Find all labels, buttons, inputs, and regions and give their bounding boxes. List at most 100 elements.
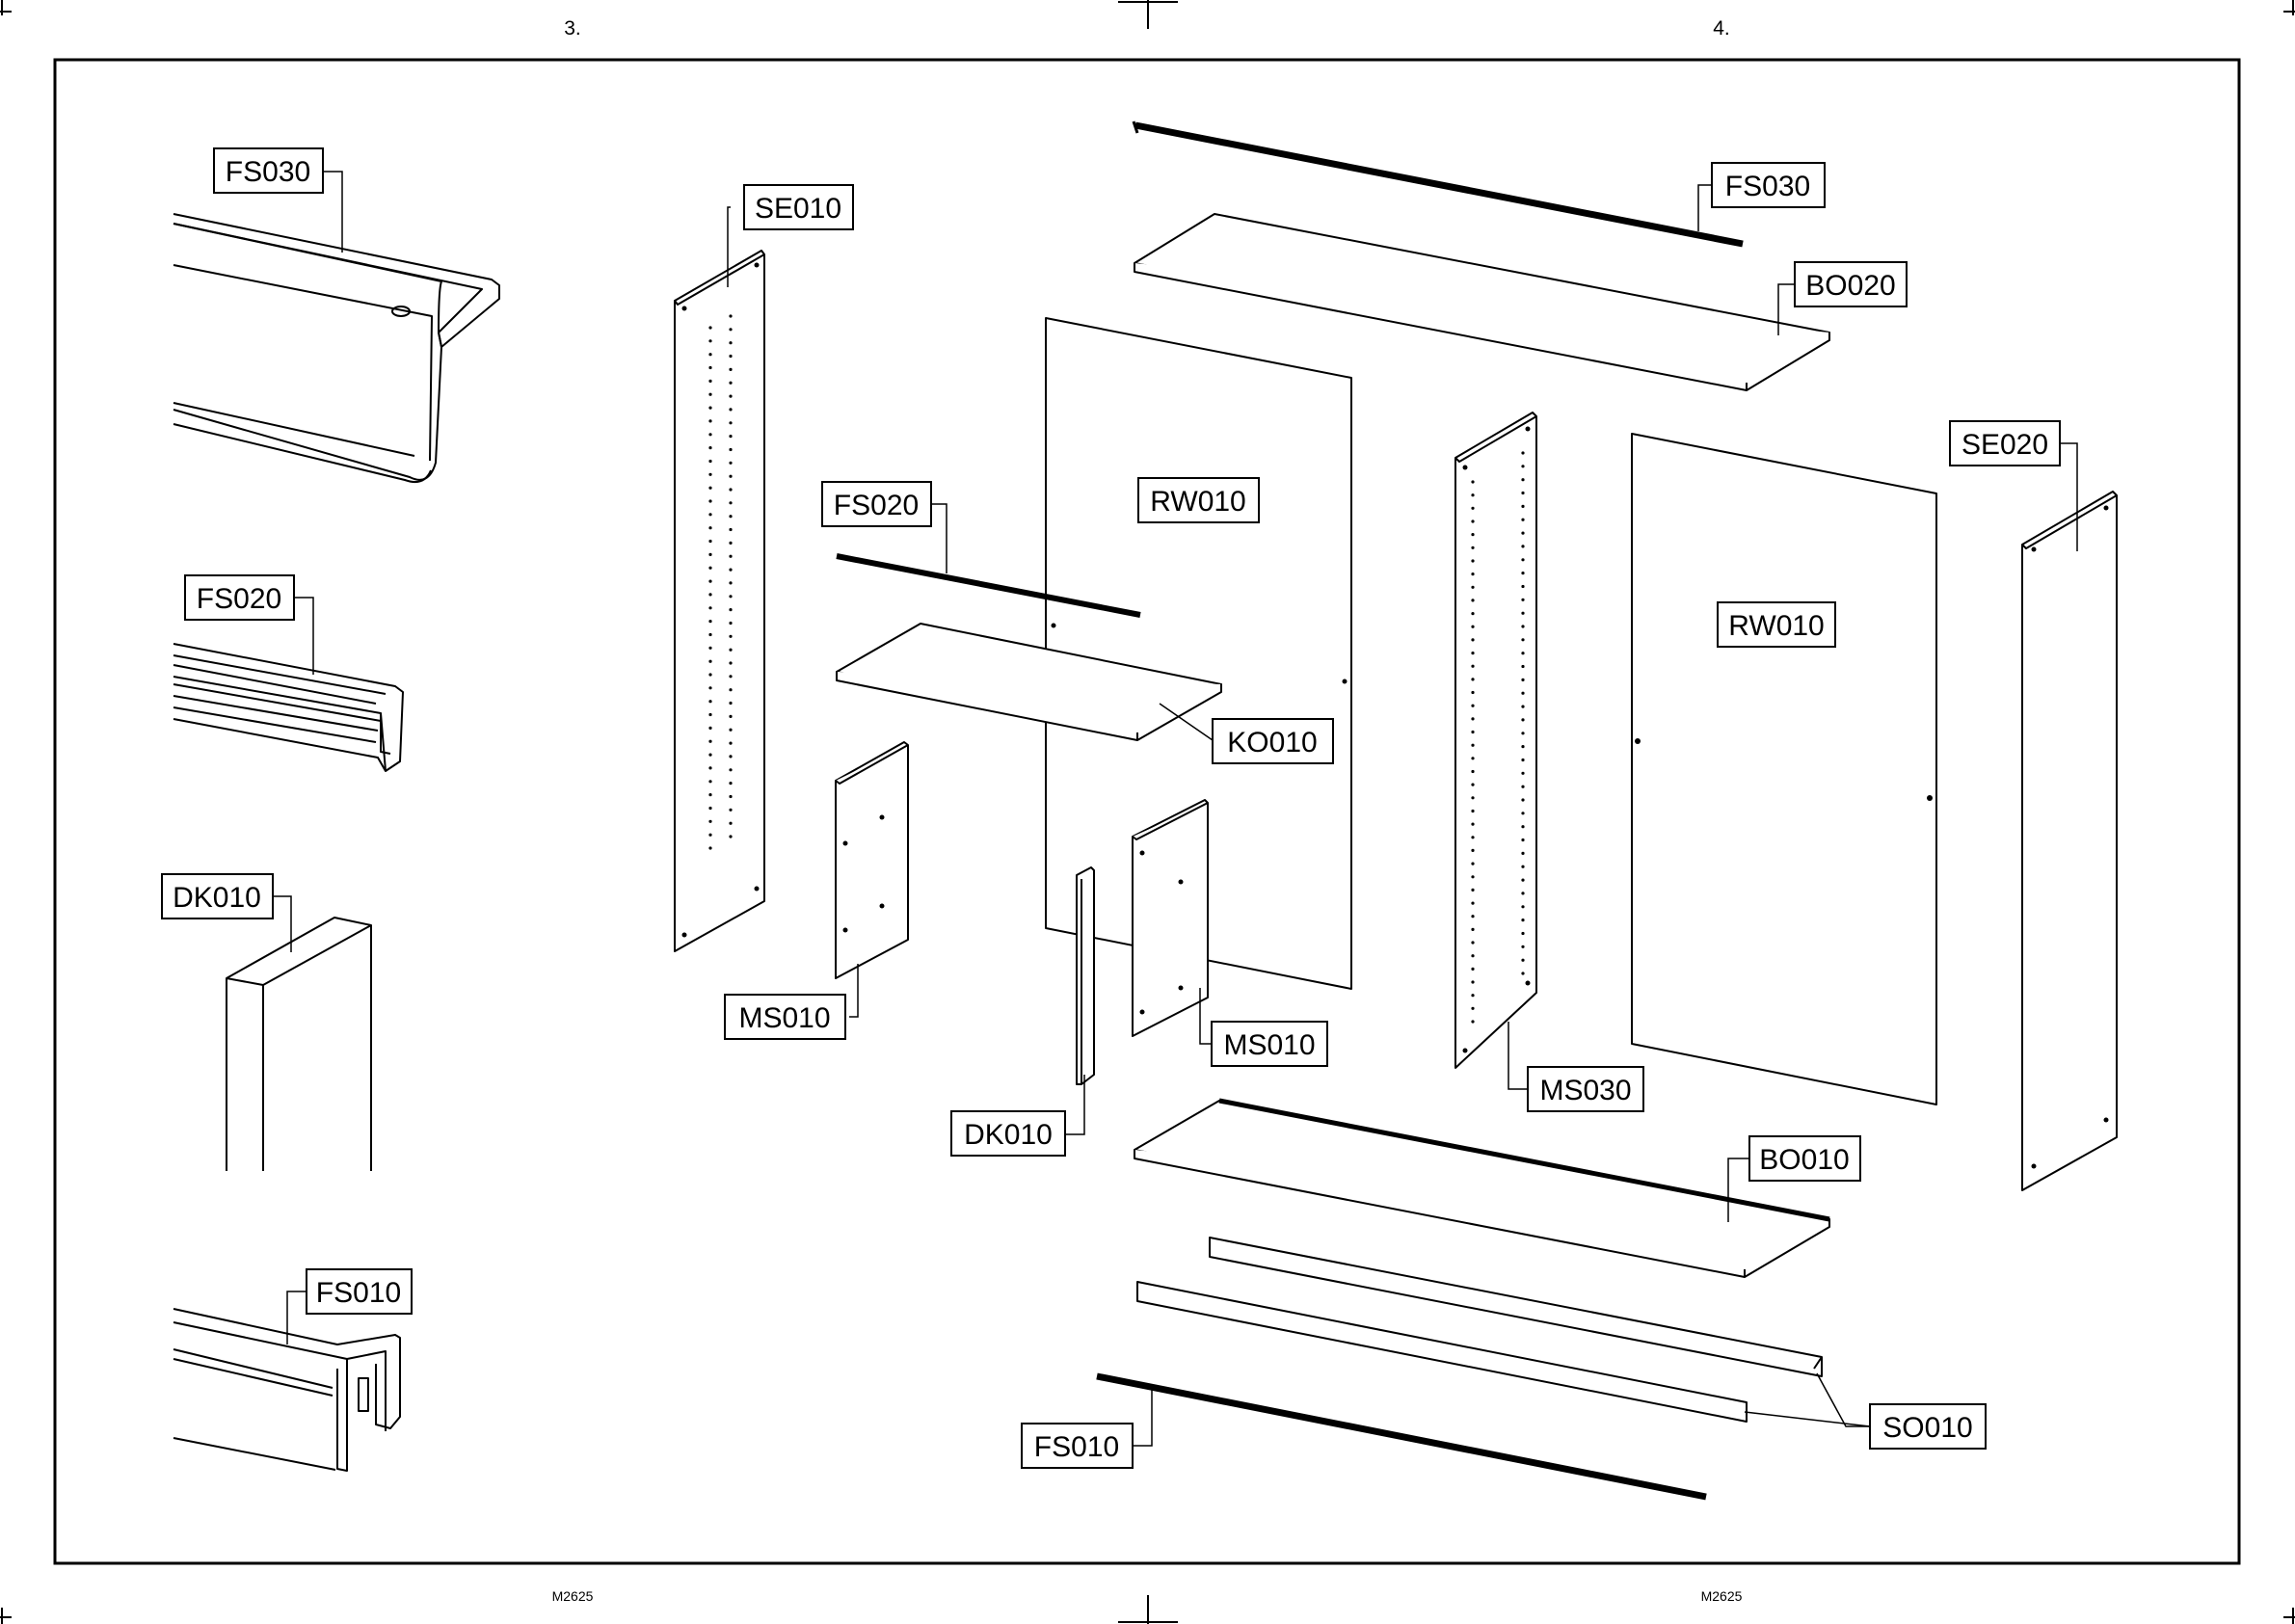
- fixing-hole: [708, 647, 711, 650]
- label-fs010: FS010: [1034, 1431, 1119, 1463]
- fixing-hole: [1521, 558, 1524, 561]
- fixing-hole: [1471, 928, 1474, 931]
- fixing-hole: [729, 515, 732, 518]
- fixing-hole: [729, 835, 732, 838]
- label-detail-fs010: FS010: [316, 1277, 401, 1309]
- fixing-hole: [1471, 533, 1474, 536]
- fixing-hole: [1521, 665, 1524, 668]
- fixing-hole: [1471, 626, 1474, 628]
- fixing-hole: [1521, 465, 1524, 467]
- fixing-hole: [1471, 902, 1474, 905]
- fixing-hole: [729, 755, 732, 758]
- fixing-hole: [1471, 586, 1474, 589]
- label-ko010: KO010: [1227, 727, 1317, 759]
- fixing-hole: [729, 608, 732, 611]
- fixing-hole: [1471, 1007, 1474, 1010]
- fixing-hole: [708, 339, 711, 342]
- fixing-hole: [1521, 745, 1524, 748]
- fixing-hole: [1521, 718, 1524, 721]
- fixing-hole: [708, 393, 711, 396]
- fixing-hole: [708, 487, 711, 490]
- fixing-hole: [729, 768, 732, 771]
- fixing-hole: [1471, 705, 1474, 707]
- fixing-hole: [1521, 798, 1524, 801]
- fixing-hole: [1521, 825, 1524, 828]
- fixing-hole: [1471, 678, 1474, 680]
- se010-hole-row-front: [708, 326, 711, 849]
- fixing-hole: [729, 488, 732, 491]
- label-se010: SE010: [755, 193, 841, 225]
- fixing-hole: [729, 649, 732, 652]
- fixing-hole: [729, 635, 732, 638]
- part-dk010-strip: [1077, 867, 1094, 1084]
- fixing-hole: [708, 353, 711, 356]
- fixing-hole: [1471, 717, 1474, 720]
- fixing-hole: [1471, 810, 1474, 812]
- fixing-hole: [1521, 759, 1524, 761]
- label-detail-fs030: FS030: [226, 156, 310, 188]
- fixing-hole: [1521, 865, 1524, 868]
- fixing-hole: [708, 433, 711, 436]
- fixing-hole: [708, 673, 711, 676]
- label-bo020: BO020: [1805, 270, 1895, 302]
- fixing-hole: [729, 528, 732, 531]
- part-fs020-rail: [837, 556, 1140, 615]
- fixing-hole: [708, 526, 711, 529]
- fixing-hole: [1521, 545, 1524, 547]
- fixing-hole: [1521, 945, 1524, 948]
- fixing-hole: [1521, 785, 1524, 788]
- fixing-hole: [1471, 599, 1474, 601]
- fixing-hole: [1471, 652, 1474, 654]
- fixing-hole: [708, 580, 711, 583]
- fixing-hole: [1471, 954, 1474, 957]
- fixing-hole: [1521, 852, 1524, 855]
- fixing-hole: [1471, 612, 1474, 615]
- fixing-hole: [1471, 757, 1474, 759]
- part-ko010-shelf: [837, 624, 1221, 740]
- fixing-hole: [1521, 599, 1524, 601]
- fixing-hole: [1521, 585, 1524, 588]
- fixing-hole: [1521, 451, 1524, 454]
- fixing-hole: [1521, 478, 1524, 481]
- fixing-hole: [1521, 519, 1524, 521]
- fixing-hole: [729, 448, 732, 451]
- fixing-hole: [708, 780, 711, 783]
- fixing-hole: [729, 675, 732, 678]
- fixing-hole: [1521, 692, 1524, 695]
- fixing-hole: [708, 820, 711, 823]
- fixing-hole: [729, 702, 732, 705]
- fixing-hole: [729, 435, 732, 438]
- fixing-hole: [729, 661, 732, 664]
- fixing-hole: [1521, 839, 1524, 841]
- fixing-hole: [729, 475, 732, 478]
- fixing-hole: [729, 809, 732, 812]
- label-fs030: FS030: [1725, 171, 1810, 202]
- fixing-hole: [1471, 796, 1474, 799]
- fixing-hole: [1521, 612, 1524, 615]
- fixing-hole: [1471, 915, 1474, 918]
- fixing-hole: [729, 822, 732, 825]
- label-detail-fs020: FS020: [197, 583, 281, 615]
- fixing-hole: [708, 846, 711, 849]
- fixing-hole: [708, 633, 711, 636]
- fixing-hole: [708, 407, 711, 410]
- page-number-right: 4.: [1713, 17, 1730, 40]
- label-ms010-right: MS010: [1223, 1029, 1315, 1061]
- ms030-hole-row-back: [1521, 451, 1524, 974]
- page-number-left: 3.: [564, 17, 581, 40]
- fixing-hole: [729, 715, 732, 718]
- part-ms030-panel: [1455, 413, 1536, 1068]
- fixing-hole: [1521, 972, 1524, 974]
- fixing-hole: [1471, 836, 1474, 839]
- label-bo010: BO010: [1759, 1144, 1849, 1176]
- ms030-hole-row-front: [1471, 480, 1474, 1023]
- fixing-hole: [1471, 638, 1474, 641]
- label-detail-dk010: DK010: [173, 882, 261, 914]
- part-ms010-left-panel: [836, 742, 908, 978]
- label-ms030: MS030: [1539, 1075, 1631, 1106]
- fixing-hole: [729, 341, 732, 344]
- fixing-hole: [729, 729, 732, 732]
- fixing-hole: [708, 754, 711, 757]
- fixing-hole: [1471, 507, 1474, 510]
